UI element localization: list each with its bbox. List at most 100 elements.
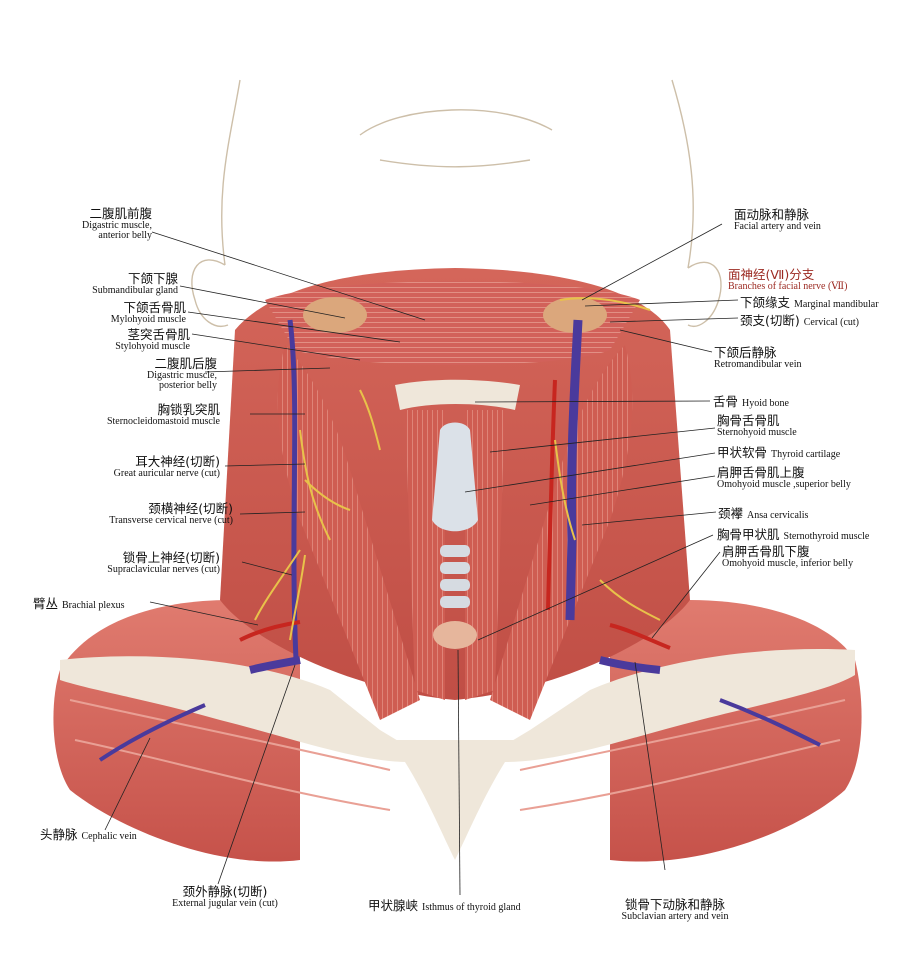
label-hyoid-en: Hyoid bone (742, 398, 789, 409)
label-facial-nerve-branches-zh: 面神经(Ⅶ)分支 (728, 267, 815, 282)
label-great-auricular: 耳大神经(切断) Great auricular nerve (cut) (114, 455, 220, 479)
label-retromandibular-en: Retromandibular vein (714, 358, 802, 370)
subclavian-vein-right (599, 656, 661, 674)
label-hyoid-zh: 舌骨 (713, 394, 739, 409)
scm-left (277, 345, 420, 720)
carotid-right (546, 379, 557, 611)
external-jugular-left (287, 319, 299, 661)
label-omohyoid-superior-zh: 肩胛舌骨肌上腹 (717, 465, 805, 480)
label-thyroid-cartilage: 甲状软骨 Thyroid cartilage (717, 444, 840, 461)
hyoid-bone (395, 379, 520, 410)
label-digastric-posterior-en2: posterior belly (158, 380, 217, 392)
label-sternothyroid-zh: 胸骨甲状肌 (717, 527, 780, 542)
submandibular-gland-left (303, 297, 367, 333)
label-thyroid-cartilage-zh: 甲状软骨 (717, 445, 768, 460)
label-omohyoid-superior-en: Omohyoid muscle ,superior belly (717, 478, 851, 490)
trachea-rings (440, 545, 470, 608)
label-great-auricular-zh: 耳大神经(切断) (135, 454, 220, 469)
label-facial-nerve-branches-en: Branches of facial nerve (Ⅶ) (728, 280, 848, 292)
label-supraclavicular-en: Supraclavicular nerves (cut) (107, 563, 220, 575)
label-ansa-cervicalis: 颈襻 Ansa cervicalis (718, 505, 808, 522)
label-omohyoid-inferior-en: Omohyoid muscle, inferior belly (722, 557, 854, 569)
label-scm-en: Sternocleidomastoid muscle (106, 415, 220, 427)
label-transverse-cervical: 颈横神经(切断) Transverse cervical nerve (cut) (109, 502, 233, 526)
label-facial-artery-vein: 面动脉和静脉 Facial artery and vein (734, 208, 821, 232)
label-stylohyoid-zh: 茎突舌骨肌 (127, 327, 190, 342)
label-subclavian-en: Subclavian artery and vein (621, 910, 729, 922)
label-ansa-cervicalis-zh: 颈襻 (718, 506, 744, 521)
label-omohyoid-inferior-zh: 肩胛舌骨肌下腹 (722, 544, 810, 559)
label-isthmus-thyroid-zh: 甲状腺峡 (368, 898, 419, 913)
label-retromandibular: 下颌后静脉 Retromandibular vein (714, 346, 801, 370)
label-omohyoid-superior: 肩胛舌骨肌上腹 Omohyoid muscle ,superior belly (717, 466, 851, 490)
label-external-jugular: 颈外静脉(切断) External jugular vein (cut) (160, 885, 290, 909)
label-supraclavicular-zh: 锁骨上神经(切断) (122, 550, 220, 565)
label-mylohyoid-zh: 下颌舌骨肌 (123, 300, 186, 315)
label-cephalic-vein: 头静脉 Cephalic vein (40, 826, 137, 843)
label-sternothyroid: 胸骨甲状肌 Sternothyroid muscle (717, 526, 869, 543)
label-subclavian-zh: 锁骨下动脉和静脉 (624, 897, 725, 912)
label-isthmus-thyroid: 甲状腺峡 Isthmus of thyroid gland (368, 897, 521, 914)
label-facial-artery-vein-zh: 面动脉和静脉 (734, 207, 810, 222)
mandible-floor-muscles (265, 281, 640, 365)
subclavian-artery-right (609, 623, 671, 650)
label-cervical-cut: 颈支(切断) Cervical (cut) (740, 312, 859, 329)
label-mylohyoid-en: Mylohyoid muscle (110, 313, 186, 325)
label-digastric-anterior-zh: 二腹肌前腹 (89, 206, 152, 221)
label-marginal-mandibular-en: Marginal mandibular (794, 299, 879, 310)
sternohyoid-right (465, 410, 505, 700)
label-cephalic-vein-en: Cephalic vein (81, 831, 137, 842)
label-digastric-posterior-en: Digastric muscle, (147, 369, 217, 381)
vessels (98, 319, 821, 762)
label-digastric-anterior-en: Digastric muscle, (82, 219, 152, 231)
label-scm: 胸锁乳突肌 Sternocleidomastoid muscle (107, 403, 220, 427)
label-submandibular-gland-en: Submandibular gland (92, 284, 178, 296)
label-sternohyoid: 胸骨舌骨肌 Sternohyoid muscle (717, 414, 797, 438)
thyroid-cartilage (432, 422, 478, 532)
label-cervical-cut-en: Cervical (cut) (803, 317, 860, 328)
head-outline (191, 79, 722, 327)
label-isthmus-thyroid-en: Isthmus of thyroid gland (422, 902, 521, 913)
label-brachial-plexus-zh: 臂丛 (33, 596, 59, 611)
label-external-jugular-en: External jugular vein (cut) (172, 897, 278, 909)
label-facial-nerve-branches: 面神经(Ⅶ)分支 Branches of facial nerve (Ⅶ) (728, 268, 848, 292)
label-stylohyoid: 茎突舌骨肌 Stylohyoid muscle (115, 328, 190, 352)
label-marginal-mandibular: 下颌缘支 Marginal mandibular (740, 294, 879, 311)
label-brachial-plexus-en: Brachial plexus (62, 600, 125, 611)
thyroid-isthmus (433, 621, 477, 649)
label-sternohyoid-zh: 胸骨舌骨肌 (717, 413, 780, 428)
label-marginal-mandibular-zh: 下颌缘支 (740, 295, 791, 310)
label-stylohyoid-en: Stylohyoid muscle (115, 340, 190, 352)
clavicle-region (60, 649, 855, 860)
label-scm-zh: 胸锁乳突肌 (157, 402, 220, 417)
label-supraclavicular: 锁骨上神经(切断) Supraclavicular nerves (cut) (107, 551, 220, 575)
label-transverse-cervical-en: Transverse cervical nerve (cut) (109, 514, 233, 526)
subclavian-vein-left (249, 656, 301, 674)
nerves (254, 297, 661, 641)
label-digastric-posterior-zh: 二腹肌后腹 (154, 356, 217, 371)
label-great-auricular-en: Great auricular nerve (cut) (113, 467, 220, 479)
label-digastric-posterior: 二腹肌后腹 Digastric muscle, posterior belly (147, 357, 217, 392)
label-subclavian: 锁骨下动脉和静脉 Subclavian artery and vein (605, 898, 745, 922)
label-digastric-anterior-en2: anterior belly (98, 230, 152, 242)
label-cephalic-vein-zh: 头静脉 (40, 827, 78, 842)
label-transverse-cervical-zh: 颈横神经(切断) (148, 501, 233, 516)
label-digastric-anterior: 二腹肌前腹 Digastric muscle, anterior belly (82, 207, 152, 242)
leader-lines (104, 223, 739, 896)
label-mylohyoid: 下颌舌骨肌 Mylohyoid muscle (111, 301, 186, 325)
subclavian-artery-left (239, 620, 301, 642)
label-submandibular-gland: 下颌下腺 Submandibular gland (92, 272, 178, 296)
label-omohyoid-inferior: 肩胛舌骨肌下腹 Omohyoid muscle, inferior belly (722, 545, 853, 569)
label-sternohyoid-en: Sternohyoid muscle (717, 426, 797, 438)
cephalic-vein-right (719, 698, 821, 747)
label-cervical-cut-zh: 颈支(切断) (740, 313, 800, 328)
label-ansa-cervicalis-en: Ansa cervicalis (747, 510, 809, 521)
label-hyoid: 舌骨 Hyoid bone (713, 393, 789, 410)
label-retromandibular-zh: 下颌后静脉 (714, 345, 777, 360)
label-external-jugular-zh: 颈外静脉(切断) (182, 884, 268, 899)
label-submandibular-gland-zh: 下颌下腺 (127, 271, 178, 286)
label-brachial-plexus: 臂丛 Brachial plexus (33, 595, 125, 612)
cephalic-vein-left (98, 703, 206, 762)
label-sternothyroid-en: Sternothyroid muscle (783, 531, 870, 542)
